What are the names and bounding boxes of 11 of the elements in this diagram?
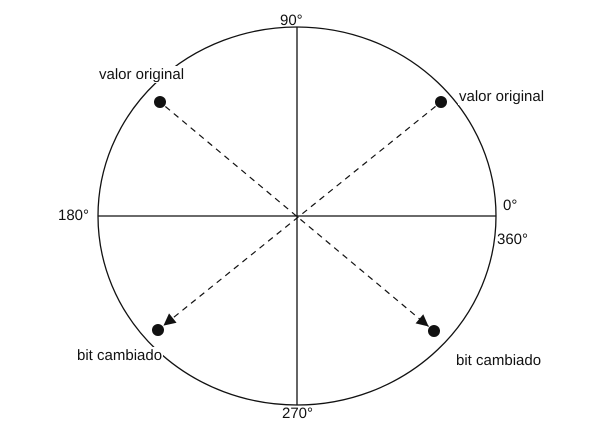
- angle-label: 360°: [497, 231, 528, 248]
- point-label: valor original: [458, 88, 546, 105]
- point-marker: [154, 96, 166, 108]
- point-label: valor original: [98, 66, 186, 83]
- point-marker: [428, 325, 440, 337]
- angle-label: 90°: [280, 12, 303, 29]
- angle-label: 270°: [282, 405, 314, 422]
- point-marker: [435, 96, 447, 108]
- point-marker: [152, 324, 164, 336]
- angle-label: 0°: [503, 197, 518, 214]
- angle-label: 180°: [58, 207, 90, 224]
